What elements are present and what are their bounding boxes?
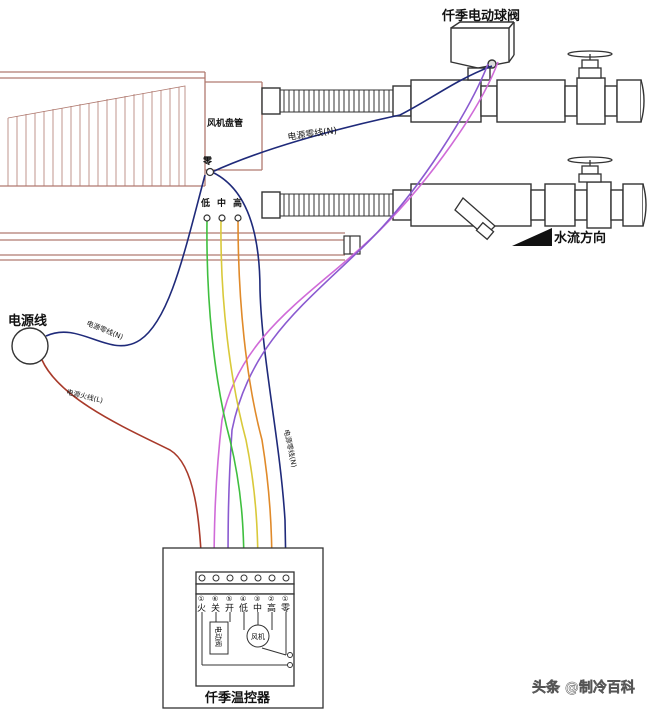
fan-motor-label: 风机 (251, 632, 265, 641)
power-live-label: 电源火线(L) (66, 387, 105, 405)
terminal-high: 高 (267, 602, 276, 614)
speed-mid-label: 中 (217, 197, 226, 209)
neutral-wire-controller (211, 171, 287, 573)
terminal-close: 关 (211, 602, 220, 614)
fan-coil-unit (0, 71, 345, 261)
power-source-icon (11, 327, 49, 365)
terminal-number-2: ② (268, 595, 274, 603)
lower-gate-valve-icon (567, 156, 613, 183)
high-node-dot (234, 214, 242, 222)
controller-internal-circuit (201, 612, 293, 668)
upper-flex-hose (280, 89, 393, 113)
watermark: 头条 @制冷百科 (532, 679, 635, 696)
terminal-screws (198, 574, 290, 582)
terminal-number-3: ③ (254, 595, 260, 603)
neutral-wire-valve (211, 65, 493, 173)
terminal-nodes (203, 167, 242, 222)
neutral-node-label: 零 (202, 156, 213, 167)
terminal-number-5: ⑤ (226, 595, 232, 603)
terminal-open: 开 (225, 603, 234, 614)
terminal-live: 火 (197, 603, 206, 614)
strainer-icon (454, 197, 496, 241)
terminal-neutral: 零 (281, 603, 290, 614)
fan-coil-label: 风机盘管 (207, 117, 243, 129)
power-neutral-right-label: 电源零线(N) (282, 429, 299, 469)
low-speed-wire (206, 219, 245, 573)
controller-title: 仟季温控器 (204, 690, 271, 706)
fan-motor-icon (246, 624, 270, 648)
mid-node-dot (218, 214, 226, 222)
terminal-mid: 中 (253, 602, 262, 614)
speed-high-label: 高 (233, 197, 242, 209)
terminal-low: 低 (239, 602, 248, 614)
valve-wire-purple (227, 63, 489, 573)
terminal-number-6: ⑥ (212, 595, 218, 603)
electric-ball-valve (450, 21, 515, 81)
lower-flex-hose (280, 193, 393, 217)
valve-wire-pink (213, 61, 499, 573)
valve-box-label: 电动阀 (214, 626, 223, 647)
upper-pipe (261, 77, 645, 125)
drain-fitting (343, 235, 361, 255)
thermostat-controller (162, 547, 324, 709)
terminal-number-1b: ① (282, 595, 288, 603)
valve-box (209, 621, 229, 655)
neutral-node-dot (205, 167, 215, 177)
water-flow-label: 水流方向 (554, 230, 606, 246)
upper-gate-valve-icon (567, 50, 613, 79)
low-node-dot (203, 214, 211, 222)
terminal-number-1: ① (198, 595, 204, 603)
coil-fins (7, 85, 186, 187)
power-neutral-top-label: 电源零线(N) (287, 124, 338, 143)
mid-speed-wire (220, 219, 259, 573)
lower-pipe (261, 181, 647, 229)
live-wire (41, 359, 203, 573)
water-flow-arrow-icon (512, 228, 552, 246)
power-line-label: 电源线 (8, 313, 47, 329)
high-speed-wire (237, 219, 273, 573)
wires (41, 61, 499, 573)
neutral-wire-source (45, 174, 206, 347)
speed-low-label: 低 (200, 197, 210, 209)
valve-title: 仟季电动球阀 (441, 8, 520, 24)
terminal-number-4: ④ (240, 595, 246, 603)
